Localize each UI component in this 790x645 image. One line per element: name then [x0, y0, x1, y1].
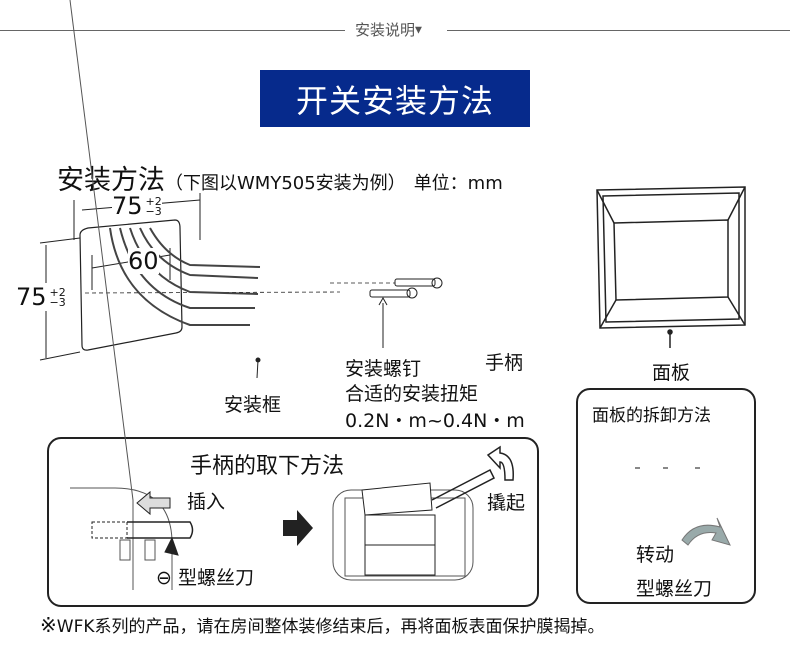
- torque-value: 0.2N・m~0.4N・m: [345, 410, 525, 432]
- insert-label: 插入: [187, 491, 226, 513]
- dim-hole: 60: [128, 247, 159, 275]
- tol-plus: +2: [49, 286, 66, 299]
- header-line-left: [0, 30, 345, 31]
- panel-tool-label: 型螺丝刀: [636, 578, 713, 600]
- install-heading: 安装方法（下图以WMY505安装为例） 单位：mm: [57, 158, 503, 197]
- handle-label: 手柄: [485, 352, 524, 374]
- footnote-text: WFK系列的产品，请在房间整体装修结束后，再将面板表面保护膜揭掉。: [56, 617, 605, 637]
- header-line-right: [447, 30, 790, 31]
- dim-height-value: 75: [16, 283, 47, 311]
- panel-removal-box: [576, 388, 756, 604]
- rotate-arrow-icon: [681, 517, 731, 546]
- torque-label: 合适的安装扭矩: [345, 383, 479, 405]
- rotate-label: 转动: [636, 544, 675, 566]
- dim-width: 75+2−3: [112, 192, 162, 220]
- screw-label: 安装螺钉: [345, 358, 422, 380]
- footnote: ※WFK系列的产品，请在房间整体装修结束后，再将面板表面保护膜揭掉。: [40, 612, 605, 637]
- unit-label: 单位：mm: [413, 173, 503, 194]
- pry-label: 撬起: [487, 492, 526, 514]
- panel-label: 面板: [652, 362, 691, 384]
- section-header[interactable]: 安装说明▼: [355, 19, 422, 40]
- tol-minus: −3: [145, 205, 162, 218]
- minus-screwdriver-icon: ⊖: [156, 567, 172, 589]
- dim-width-value: 75: [112, 192, 143, 220]
- install-subtitle: （下图以WMY505安装为例）: [165, 173, 406, 194]
- handle-tool-label: ⊖ 型螺丝刀: [156, 563, 254, 590]
- page-title-banner: 开关安装方法: [260, 70, 530, 127]
- next-step-arrow-icon: [283, 510, 313, 546]
- page-title: 开关安装方法: [295, 81, 494, 120]
- handle-removal-box: [47, 437, 539, 607]
- dim-height: 75+2−3: [16, 283, 66, 311]
- panel-removal-title: 面板的拆卸方法: [592, 406, 711, 426]
- tol-plus: +2: [145, 195, 162, 208]
- install-title: 安装方法: [57, 165, 165, 196]
- frame-label: 安装框: [224, 394, 282, 416]
- handle-removal-title: 手柄的取下方法: [190, 454, 345, 479]
- tol-minus: −3: [49, 296, 66, 309]
- tool-text: 型螺丝刀: [177, 567, 254, 589]
- triangle-down-icon: ▼: [415, 25, 422, 36]
- note-mark-icon: ※: [40, 613, 57, 637]
- section-label: 安装说明: [355, 21, 416, 39]
